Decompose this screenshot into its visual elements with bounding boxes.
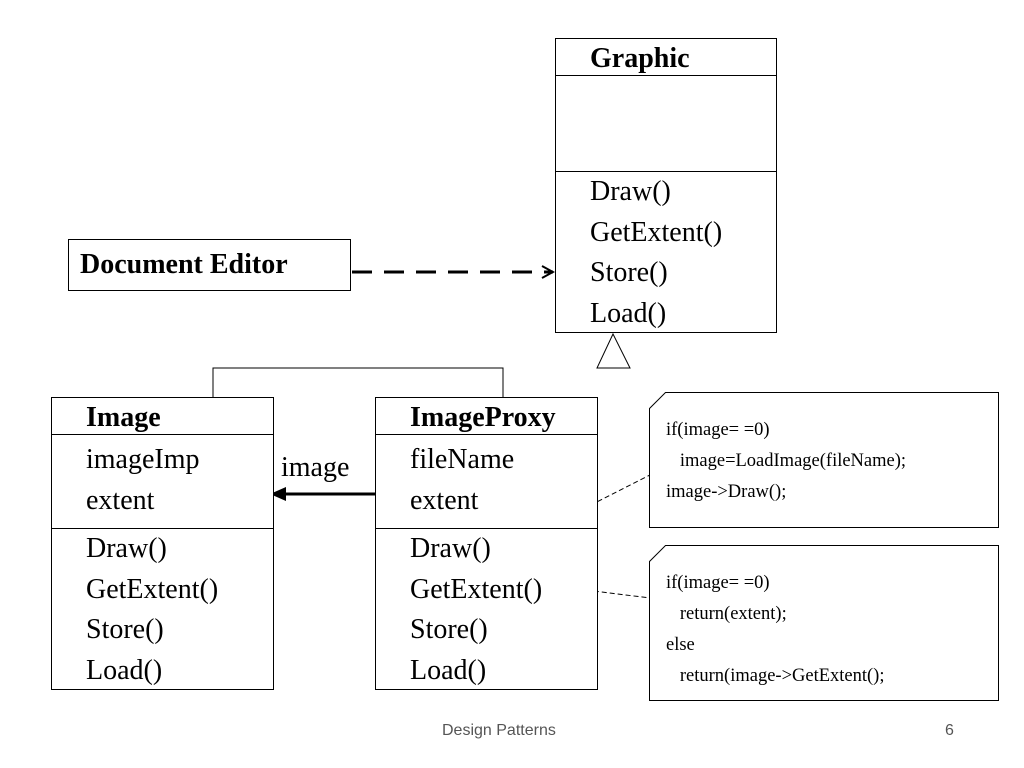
extent-note-line-2: return(extent); [666,604,787,624]
graphic-op-store: Store() [590,257,668,288]
page-number: 6 [945,722,954,739]
imageproxy-attr-extent: extent [410,484,479,516]
imageproxy-op-load: Load() [410,654,487,686]
draw-note-line-3: image->Draw(); [666,482,787,502]
graphic-op-draw: Draw() [590,176,671,207]
class-image-attributes: imageImp extent [52,435,273,529]
image-op-draw: Draw() [86,533,167,564]
class-graphic-operations: Draw() GetExtent() Store() Load() [556,172,776,334]
draw-note-line-1: if(image= =0) [666,420,770,440]
class-image-operations: Draw() GetExtent() Store() Load() [52,529,273,691]
imageproxy-op-store: Store() [410,614,488,645]
imageproxy-op-getextent: GetExtent() [410,573,543,605]
inheritance-triangle [596,332,631,369]
image-attr-imageimp: imageImp [86,444,200,475]
class-imageproxy-attributes: fileName extent [376,435,597,529]
class-image-title: Image [52,398,273,435]
image-attr-extent: extent [86,484,155,516]
image-op-getextent: GetExtent() [86,573,219,605]
association-label: image [281,452,350,483]
class-imageproxy: ImageProxy fileName extent Draw() GetExt… [375,397,598,690]
note-fold-icon [649,545,667,563]
class-imageproxy-operations: Draw() GetExtent() Store() Load() [376,529,597,691]
imageproxy-attr-filename: fileName [410,444,515,475]
draw-note: if(image= =0) image=LoadImage(fileName);… [649,392,999,528]
image-op-load: Load() [86,654,163,686]
extent-note-connector [569,587,651,599]
graphic-op-getextent: GetExtent() [590,216,723,248]
extent-note: if(image= =0) return(extent); else retur… [649,545,999,701]
class-graphic: Graphic Draw() GetExtent() Store() Load(… [555,38,777,333]
graphic-op-load: Load() [590,297,667,329]
note-fold-icon [649,392,667,410]
class-graphic-attributes [556,76,776,172]
imageproxy-op-draw: Draw() [410,533,491,564]
extent-note-line-4: return(image->GetExtent(); [666,666,885,686]
inheritance-tree [212,367,504,397]
extent-note-line-1: if(image= =0) [666,573,770,593]
class-image: Image imageImp extent Draw() GetExtent()… [51,397,274,690]
class-imageproxy-title: ImageProxy [376,398,597,435]
image-op-store: Store() [86,614,164,645]
footer-title: Design Patterns [442,722,556,739]
document-editor-box: Document Editor [68,239,351,291]
draw-note-line-2: image=LoadImage(fileName); [666,451,907,471]
extent-note-line-3: else [666,635,695,655]
class-graphic-title: Graphic [556,39,776,76]
